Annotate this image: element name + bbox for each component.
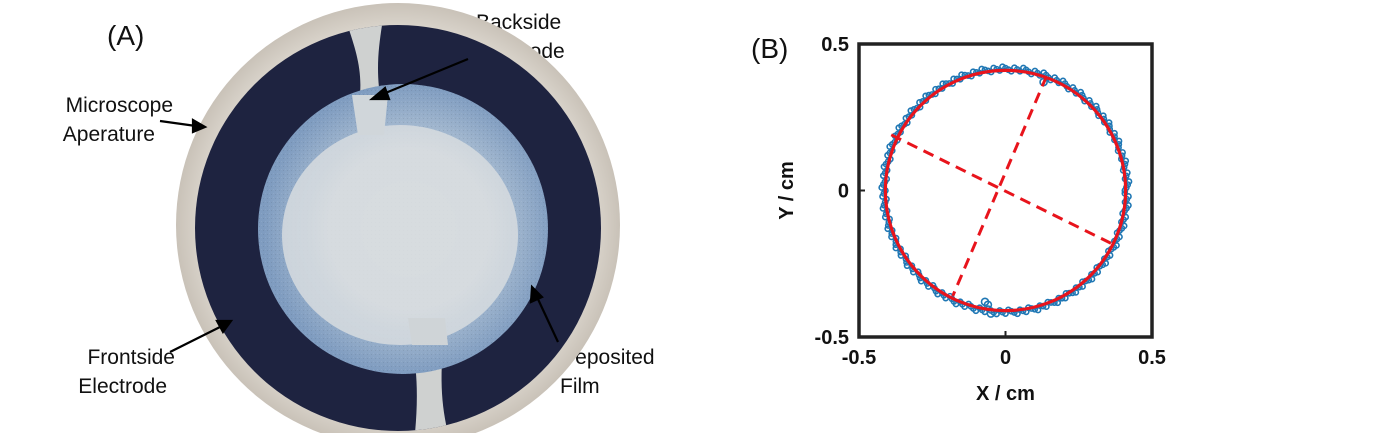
y-tick-label: 0.5 [821, 34, 849, 56]
y-tick-label: 0 [838, 181, 849, 203]
ellipse-axis-line [951, 75, 1048, 297]
deposited-line1: Deposited [560, 346, 655, 369]
scatter-point [1088, 271, 1095, 278]
deposited-film-label: Deposited Film [560, 343, 655, 401]
microscope-line2: Aperature [62, 123, 155, 146]
panel-a-label: (A) [107, 20, 145, 51]
ellipse-axis-line [890, 133, 1118, 248]
scatter-point [922, 97, 930, 104]
fit-ellipse [883, 68, 1128, 313]
y-tick-label: -0.5 [815, 327, 849, 349]
scatter-point [1088, 103, 1095, 110]
y-axis-label: Y / cm [776, 161, 798, 220]
deposited-line2: Film [560, 375, 600, 398]
frontside-electrode-label: Frontside Electrode [50, 343, 175, 401]
frontside-line1: Frontside [87, 346, 175, 369]
frontside-line2: Electrode [78, 375, 167, 398]
microscope-line1: Microscope [65, 94, 173, 117]
x-tick-label: 0 [1000, 347, 1011, 369]
microscope-aperture-label: Microscope Aperature [38, 91, 173, 149]
panel-b-label: (B) [751, 33, 789, 64]
center-region [282, 125, 518, 345]
panel-a-arrows [159, 57, 559, 353]
x-axis-label: X / cm [976, 383, 1035, 405]
scatter-point [908, 262, 916, 270]
scatter-outlier [980, 297, 990, 307]
x-tick-label: -0.5 [842, 347, 876, 369]
x-tick-label: 0.5 [1138, 347, 1166, 369]
